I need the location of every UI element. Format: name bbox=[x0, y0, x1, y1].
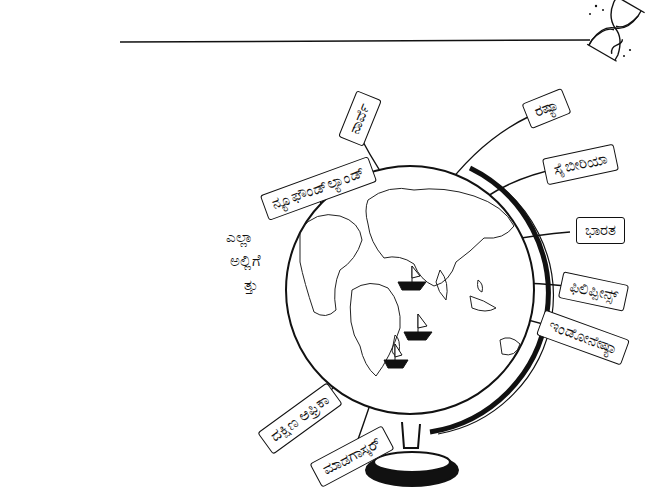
rule-line bbox=[120, 40, 590, 42]
place-label: ನಾರ್ವೆ bbox=[338, 90, 382, 146]
place-name: ಇಂಡೋನೇಷ್ಯಾ bbox=[546, 316, 620, 358]
place-name: ಸೈಬೀರಿಯಾ bbox=[551, 149, 609, 179]
globe-outline bbox=[286, 166, 534, 414]
place-name: ಫಿಲಿಪ್ಪೀನ್ಸ್ bbox=[567, 277, 619, 306]
place-label: ಸೈಬೀರಿಯಾ bbox=[541, 143, 618, 185]
text-fragment: ಎಲ್ಲಾ bbox=[224, 228, 255, 246]
place-label: ಫಿಲಿಪ್ಪೀನ್ಸ್ bbox=[557, 271, 628, 311]
continents bbox=[300, 176, 520, 376]
place-label: ರಷ್ಯಾ bbox=[521, 87, 571, 128]
ships bbox=[384, 266, 432, 368]
hourglass bbox=[587, 0, 644, 61]
place-name: ನಾರ್ವೆ bbox=[345, 100, 374, 137]
place-name: ಭಾರತ bbox=[585, 221, 616, 240]
text-fragment: ಅಲ್ಲಿಗೆ bbox=[228, 252, 263, 270]
sand-dots bbox=[589, 5, 631, 57]
place-label: ದಕ್ಷಿಣ ಆಫ್ರಿಕಾ bbox=[257, 382, 342, 454]
place-label: ಭಾರತ bbox=[576, 217, 625, 244]
place-name: ದಕ್ಷಿಣ ಆಫ್ರಿಕಾ bbox=[267, 390, 333, 445]
text-fragment: ತ್ತು bbox=[242, 276, 260, 294]
place-label: ಇಂಡೋನೇಷ್ಯಾ bbox=[536, 309, 630, 365]
place-name: ರಷ್ಯಾ bbox=[531, 95, 561, 122]
